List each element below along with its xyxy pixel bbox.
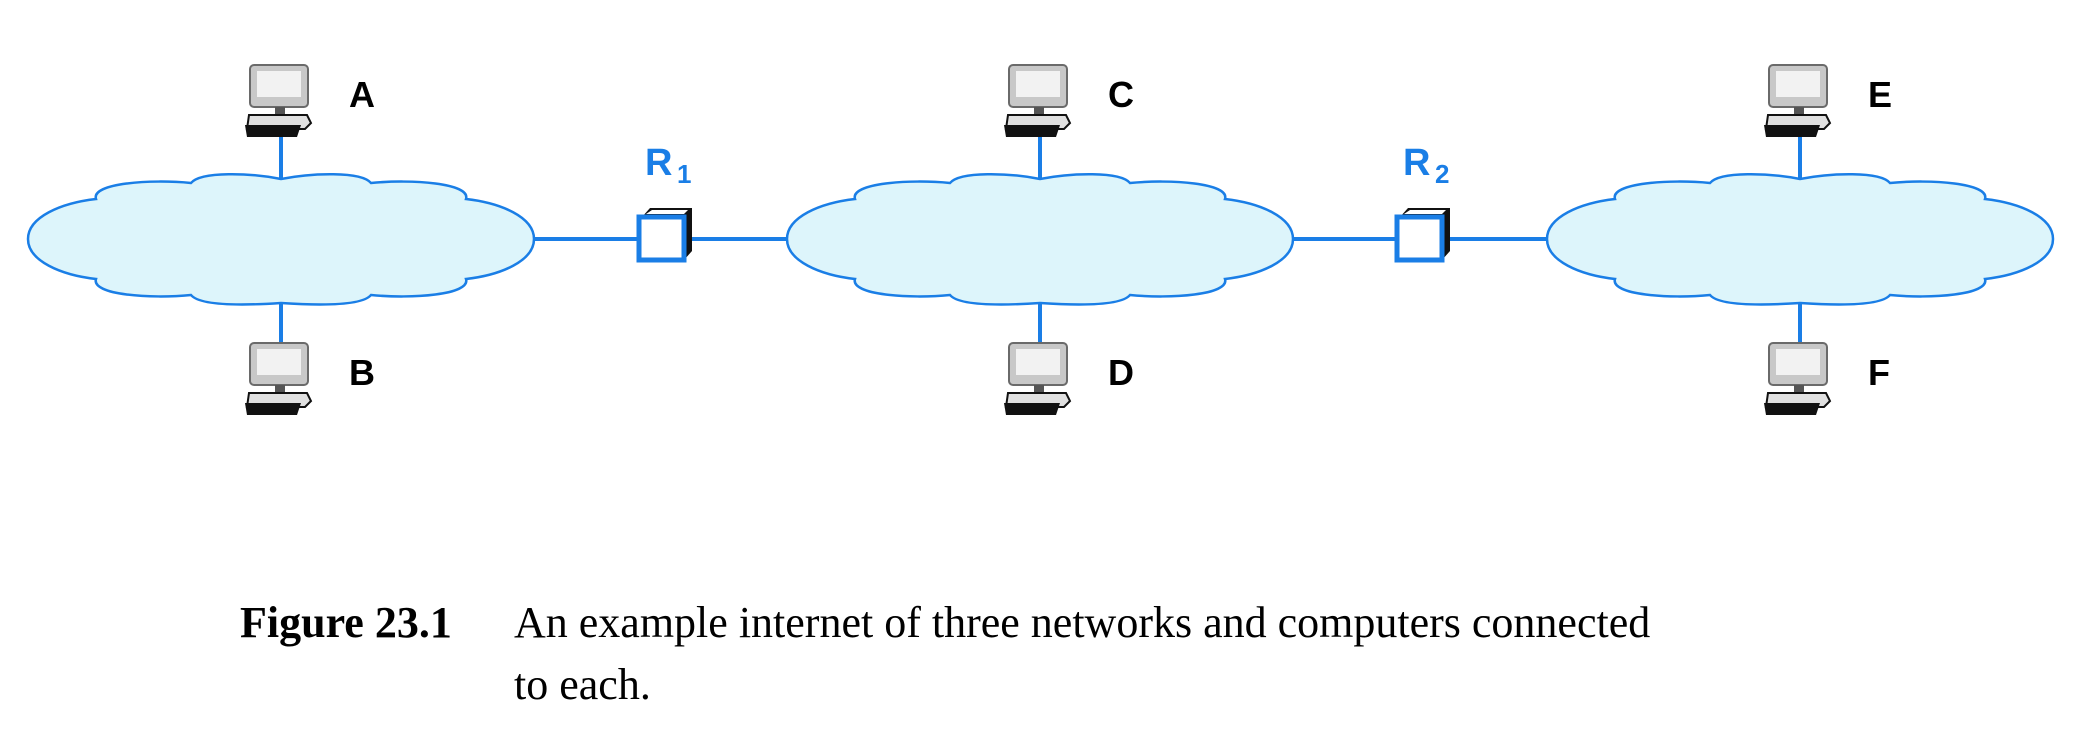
host-C bbox=[1003, 64, 1071, 138]
host-label-B: B bbox=[349, 352, 375, 393]
figure-caption: Figure 23.1 An example internet of three … bbox=[240, 592, 1650, 716]
router-label-subscript-R1: 1 bbox=[677, 159, 691, 189]
computer-icon bbox=[1763, 64, 1831, 138]
router-label-R1: R bbox=[645, 142, 672, 184]
host-label-C: C bbox=[1108, 74, 1134, 115]
network-cloud-net2 bbox=[785, 172, 1295, 306]
router-R2 bbox=[1394, 208, 1450, 263]
figure-number: Figure 23.1 bbox=[240, 598, 452, 647]
computer-icon bbox=[1763, 342, 1831, 416]
computer-icon bbox=[244, 342, 312, 416]
network-cloud-net3 bbox=[1545, 172, 2055, 306]
caption-text-line2: to each. bbox=[514, 660, 651, 709]
host-F bbox=[1763, 342, 1831, 416]
host-label-A: A bbox=[349, 74, 375, 115]
router-label-subscript-R2: 2 bbox=[1435, 159, 1449, 189]
router-R1 bbox=[636, 208, 692, 263]
computer-icon bbox=[244, 64, 312, 138]
host-label-E: E bbox=[1868, 74, 1892, 115]
host-label-F: F bbox=[1868, 352, 1890, 393]
host-B bbox=[244, 342, 312, 416]
network-cloud-net1 bbox=[26, 172, 536, 306]
router-label-R2: R bbox=[1403, 142, 1430, 184]
host-D bbox=[1003, 342, 1071, 416]
computer-icon bbox=[1003, 342, 1071, 416]
router-icon bbox=[636, 214, 687, 263]
router-icon bbox=[1394, 214, 1445, 263]
host-label-D: D bbox=[1108, 352, 1134, 393]
host-A bbox=[244, 64, 312, 138]
host-E bbox=[1763, 64, 1831, 138]
computer-icon bbox=[1003, 64, 1071, 138]
caption-text-line1: An example internet of three networks an… bbox=[514, 598, 1651, 647]
